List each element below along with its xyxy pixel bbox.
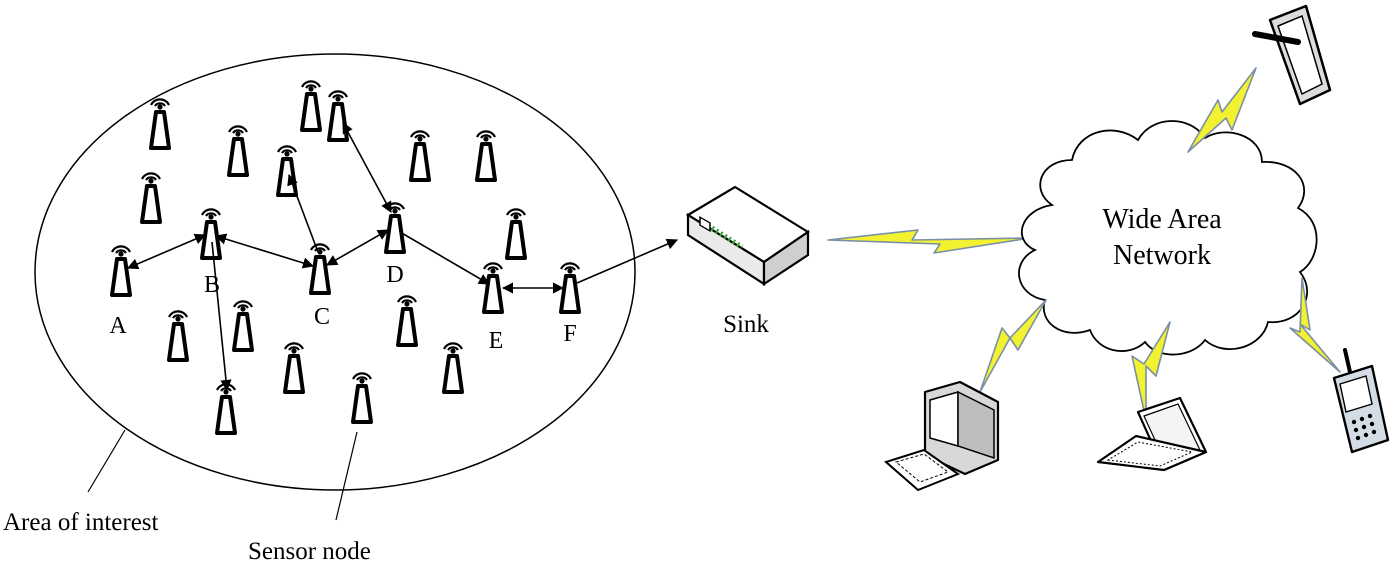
sensor-node-icon — [149, 97, 171, 150]
sensor-node-icon — [140, 171, 162, 224]
sensor-node-icon — [283, 341, 305, 394]
sensor-node-icon — [200, 207, 222, 260]
sensor-node-icon — [384, 201, 406, 254]
sensor-node-icon — [110, 244, 132, 297]
laptop-icon — [1096, 396, 1208, 472]
area-of-interest-boundary — [34, 53, 636, 491]
routing-links — [126, 122, 679, 392]
sensor-node-icon — [300, 79, 322, 132]
sensor-node-icon — [396, 294, 418, 347]
lightning-icon — [1289, 277, 1341, 373]
sensor-node-icon — [475, 129, 497, 182]
sink-label: Sink — [723, 311, 769, 338]
sensor-node-icon — [215, 382, 237, 435]
sensor-node-icon — [409, 129, 431, 182]
sensor-node-icon — [309, 242, 331, 295]
tablet-icon — [1252, 4, 1332, 106]
node-label-c: C — [314, 304, 330, 330]
sensor-node-icon — [442, 341, 464, 394]
sink-router-icon — [685, 185, 811, 287]
lightning-icon — [1187, 67, 1257, 153]
node-label-e: E — [489, 328, 504, 354]
sensor-node-icon — [227, 124, 249, 177]
cloud-icon — [1018, 120, 1318, 356]
node-label-f: F — [563, 321, 576, 347]
sensor-node-icon — [327, 89, 349, 142]
desktop-computer-icon — [884, 380, 1000, 492]
sensor-node-label: Sensor node — [248, 538, 371, 564]
node-label-d: D — [386, 262, 403, 288]
wan-label-line1: Wide Area — [1102, 204, 1222, 235]
lightning-icon — [827, 229, 1031, 254]
sensor-node-icon — [167, 309, 189, 362]
node-label-b: B — [204, 272, 220, 298]
sensor-nodes — [110, 79, 581, 435]
sensor-node-icon — [482, 261, 504, 314]
lightning-icon — [979, 299, 1047, 393]
sensor-node-icon — [505, 207, 527, 260]
sensor-node-icon — [351, 371, 373, 424]
wan-label-line2: Network — [1113, 240, 1211, 271]
sensor-node-icon — [559, 261, 581, 314]
node-label-a: A — [109, 313, 127, 339]
mobile-phone-icon — [1332, 348, 1390, 454]
sensor-node-icon — [232, 299, 254, 352]
area-of-interest-label: Area of interest — [3, 509, 159, 536]
